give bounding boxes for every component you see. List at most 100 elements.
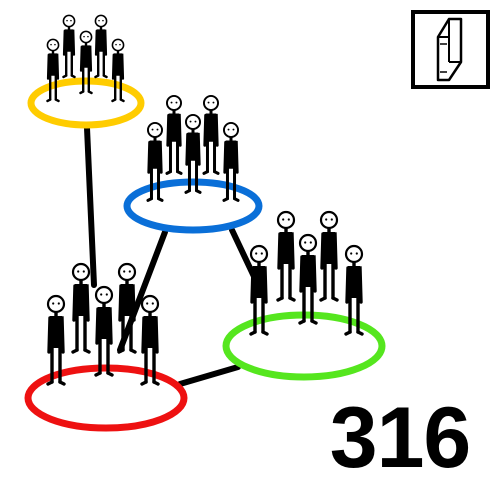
green-person-4 <box>298 233 318 325</box>
red-person-4 <box>94 285 114 377</box>
book-icon <box>411 10 490 89</box>
person-right-eye <box>70 19 72 22</box>
person-limbs <box>147 135 163 201</box>
person-feet <box>111 98 125 103</box>
yellow-person-4 <box>79 30 93 95</box>
person-limbs <box>203 108 219 174</box>
person-feet <box>319 296 339 302</box>
blue-person-1 <box>165 94 183 175</box>
yellow-person-1 <box>62 14 76 79</box>
red-person-5 <box>140 294 160 386</box>
blue-person-4 <box>184 113 202 194</box>
person-head <box>184 113 202 131</box>
person-left-eye <box>189 120 192 123</box>
person-feet <box>46 98 60 103</box>
person-limbs <box>299 249 317 323</box>
person-limbs <box>94 25 108 77</box>
yellow-person-3 <box>46 38 60 103</box>
person-left-eye <box>66 19 68 22</box>
person-right-eye <box>355 252 358 255</box>
person-head <box>71 262 91 282</box>
person-limbs <box>223 135 239 201</box>
group-rings <box>24 77 386 432</box>
person-left-eye <box>151 128 154 131</box>
person-right-eye <box>260 252 263 255</box>
person-right-eye <box>212 101 215 104</box>
person-right-eye <box>105 293 108 296</box>
person-head <box>222 121 240 139</box>
connection-blue-red <box>117 229 168 353</box>
person-limbs <box>72 278 90 352</box>
person-head <box>202 94 220 112</box>
person-right-eye <box>82 270 85 273</box>
blue-group <box>146 94 240 202</box>
person-feet <box>62 74 76 79</box>
yellow-person-5 <box>111 38 125 103</box>
person-head <box>62 14 76 28</box>
person-head <box>94 14 108 28</box>
person-head <box>165 94 183 112</box>
person-limbs <box>250 260 268 334</box>
person-head <box>46 294 66 314</box>
green-person-1 <box>276 210 296 302</box>
yellow-group-ring <box>27 77 145 129</box>
connection-red-green <box>177 364 241 387</box>
person-feet <box>298 319 318 325</box>
connection-yellow-red <box>84 125 97 288</box>
person-limbs <box>345 260 363 334</box>
person-right-eye <box>194 120 197 123</box>
person-feet <box>71 348 91 354</box>
person-head <box>111 38 125 52</box>
blue-person-2 <box>202 94 220 175</box>
person-limbs <box>47 310 65 384</box>
person-right-eye <box>309 241 312 244</box>
book-icon-spine <box>438 19 461 63</box>
person-left-eye <box>350 252 353 255</box>
person-limbs <box>95 301 113 375</box>
red-person-2 <box>117 262 137 354</box>
person-left-eye <box>304 241 307 244</box>
person-limbs <box>185 127 201 193</box>
person-head <box>94 285 114 305</box>
person-head <box>79 30 93 44</box>
person-feet <box>146 197 164 202</box>
person-feet <box>184 189 202 194</box>
red-person-3 <box>46 294 66 386</box>
person-limbs <box>277 226 295 300</box>
person-feet <box>140 380 160 386</box>
person-head <box>344 244 364 264</box>
person-feet <box>46 380 66 386</box>
yellow-person-2 <box>94 14 108 79</box>
green-person-3 <box>249 244 269 336</box>
red-group-ring <box>24 364 188 432</box>
person-left-eye <box>207 101 210 104</box>
yellow-group <box>46 14 125 103</box>
person-right-eye <box>287 218 290 221</box>
person-feet <box>276 296 296 302</box>
person-feet <box>94 371 114 377</box>
person-right-eye <box>87 35 89 38</box>
person-left-eye <box>227 128 230 131</box>
pictogram-number: 316 <box>329 390 472 486</box>
person-head <box>249 244 269 264</box>
person-left-eye <box>77 270 80 273</box>
person-feet <box>117 348 137 354</box>
red-person-1 <box>71 262 91 354</box>
person-left-eye <box>50 43 52 46</box>
person-left-eye <box>123 270 126 273</box>
person-head <box>140 294 160 314</box>
person-left-eye <box>83 35 85 38</box>
person-right-eye <box>128 270 131 273</box>
person-left-eye <box>98 19 100 22</box>
person-right-eye <box>57 302 60 305</box>
person-feet <box>344 330 364 336</box>
person-limbs <box>111 49 125 101</box>
person-limbs <box>320 226 338 300</box>
blue-person-3 <box>146 121 164 202</box>
green-group <box>249 210 364 336</box>
person-feet <box>202 170 220 175</box>
person-left-eye <box>325 218 328 221</box>
red-group <box>46 262 160 386</box>
person-left-eye <box>282 218 285 221</box>
